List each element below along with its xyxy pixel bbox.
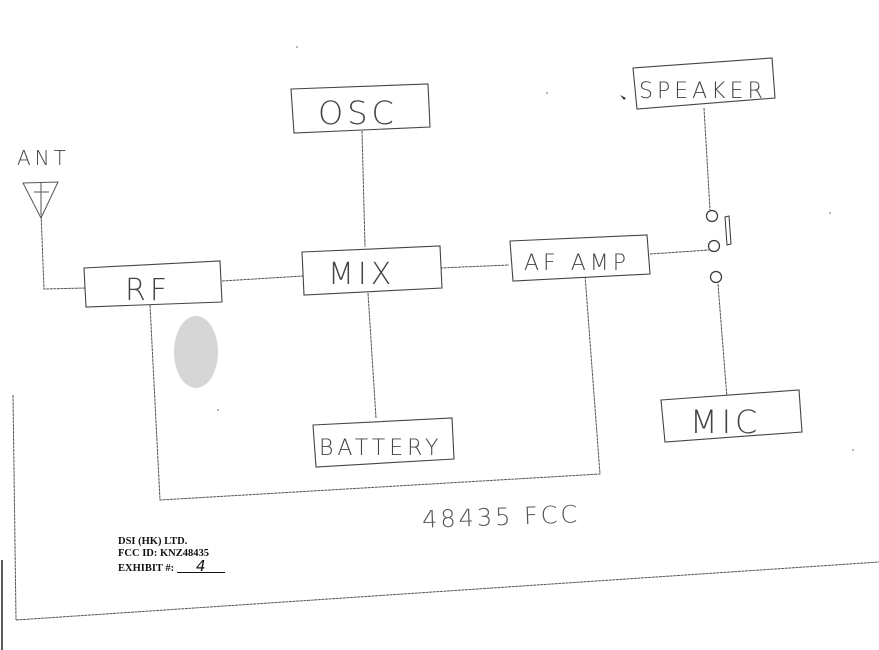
block-osc-label: OSC: [318, 94, 398, 132]
block-mic-label: MIC: [690, 403, 761, 441]
block-mic: MIC: [660, 389, 803, 443]
antenna-icon: [22, 181, 59, 220]
block-speaker: SPEAKER: [632, 57, 776, 110]
scan-smudge: [174, 316, 218, 388]
block-battery-label: BATTERY: [319, 436, 442, 461]
wire-rf-mix: [221, 275, 304, 282]
block-osc: OSC: [290, 83, 431, 134]
stamp-exhibit-label: EXHIBIT #:: [118, 563, 175, 574]
page-border-left: [12, 394, 17, 621]
stamp-fcc-id-label: FCC ID:: [118, 548, 158, 559]
stamp-fcc-id-value: KNZ48435: [160, 548, 210, 559]
stamp-exhibit-value: 4: [176, 559, 225, 574]
antenna: ANT: [17, 146, 70, 220]
stamp-company: DSI (HK) LTD.: [118, 536, 188, 547]
antenna-label: ANT: [17, 146, 70, 170]
reference-number: 48435 FCC: [421, 500, 581, 534]
block-battery: BATTERY: [312, 417, 455, 468]
block-mix: MIX: [301, 245, 443, 296]
wire-afamp-switch: [649, 249, 710, 255]
switch-contact-mic: [709, 270, 723, 284]
stamp-fcc-id: FCC ID: KNZ48435: [118, 548, 225, 560]
wire-speaker-switch: [703, 107, 711, 211]
block-speaker-label: SPEAKER: [639, 79, 767, 104]
block-af-amp: AF AMP: [509, 234, 651, 282]
wire-mix-afamp: [439, 264, 510, 269]
wire-ant-rf: [40, 211, 87, 290]
wire-osc-mix: [361, 130, 366, 248]
wire-switch-mic: [717, 283, 728, 399]
block-mix-label: MIX: [328, 257, 395, 292]
block-rf-label: RF: [125, 273, 171, 308]
scan-marks: [217, 46, 854, 451]
block-af-amp-label: AF AMP: [524, 251, 630, 276]
switch-contact-speaker: [705, 209, 719, 223]
switch-lever: [724, 215, 732, 246]
stamp-exhibit: EXHIBIT #: 4: [118, 559, 225, 575]
wires: [40, 107, 728, 501]
page-border-bottom: [15, 561, 879, 621]
wire-common-return: [149, 274, 601, 501]
switch-contacts-icon: [705, 209, 732, 284]
switch-contact-common: [707, 239, 721, 253]
wire-mix-battery: [367, 292, 377, 419]
block-rf: RF: [83, 260, 223, 308]
fcc-stamp: DSI (HK) LTD. FCC ID: KNZ48435 EXHIBIT #…: [118, 536, 225, 575]
